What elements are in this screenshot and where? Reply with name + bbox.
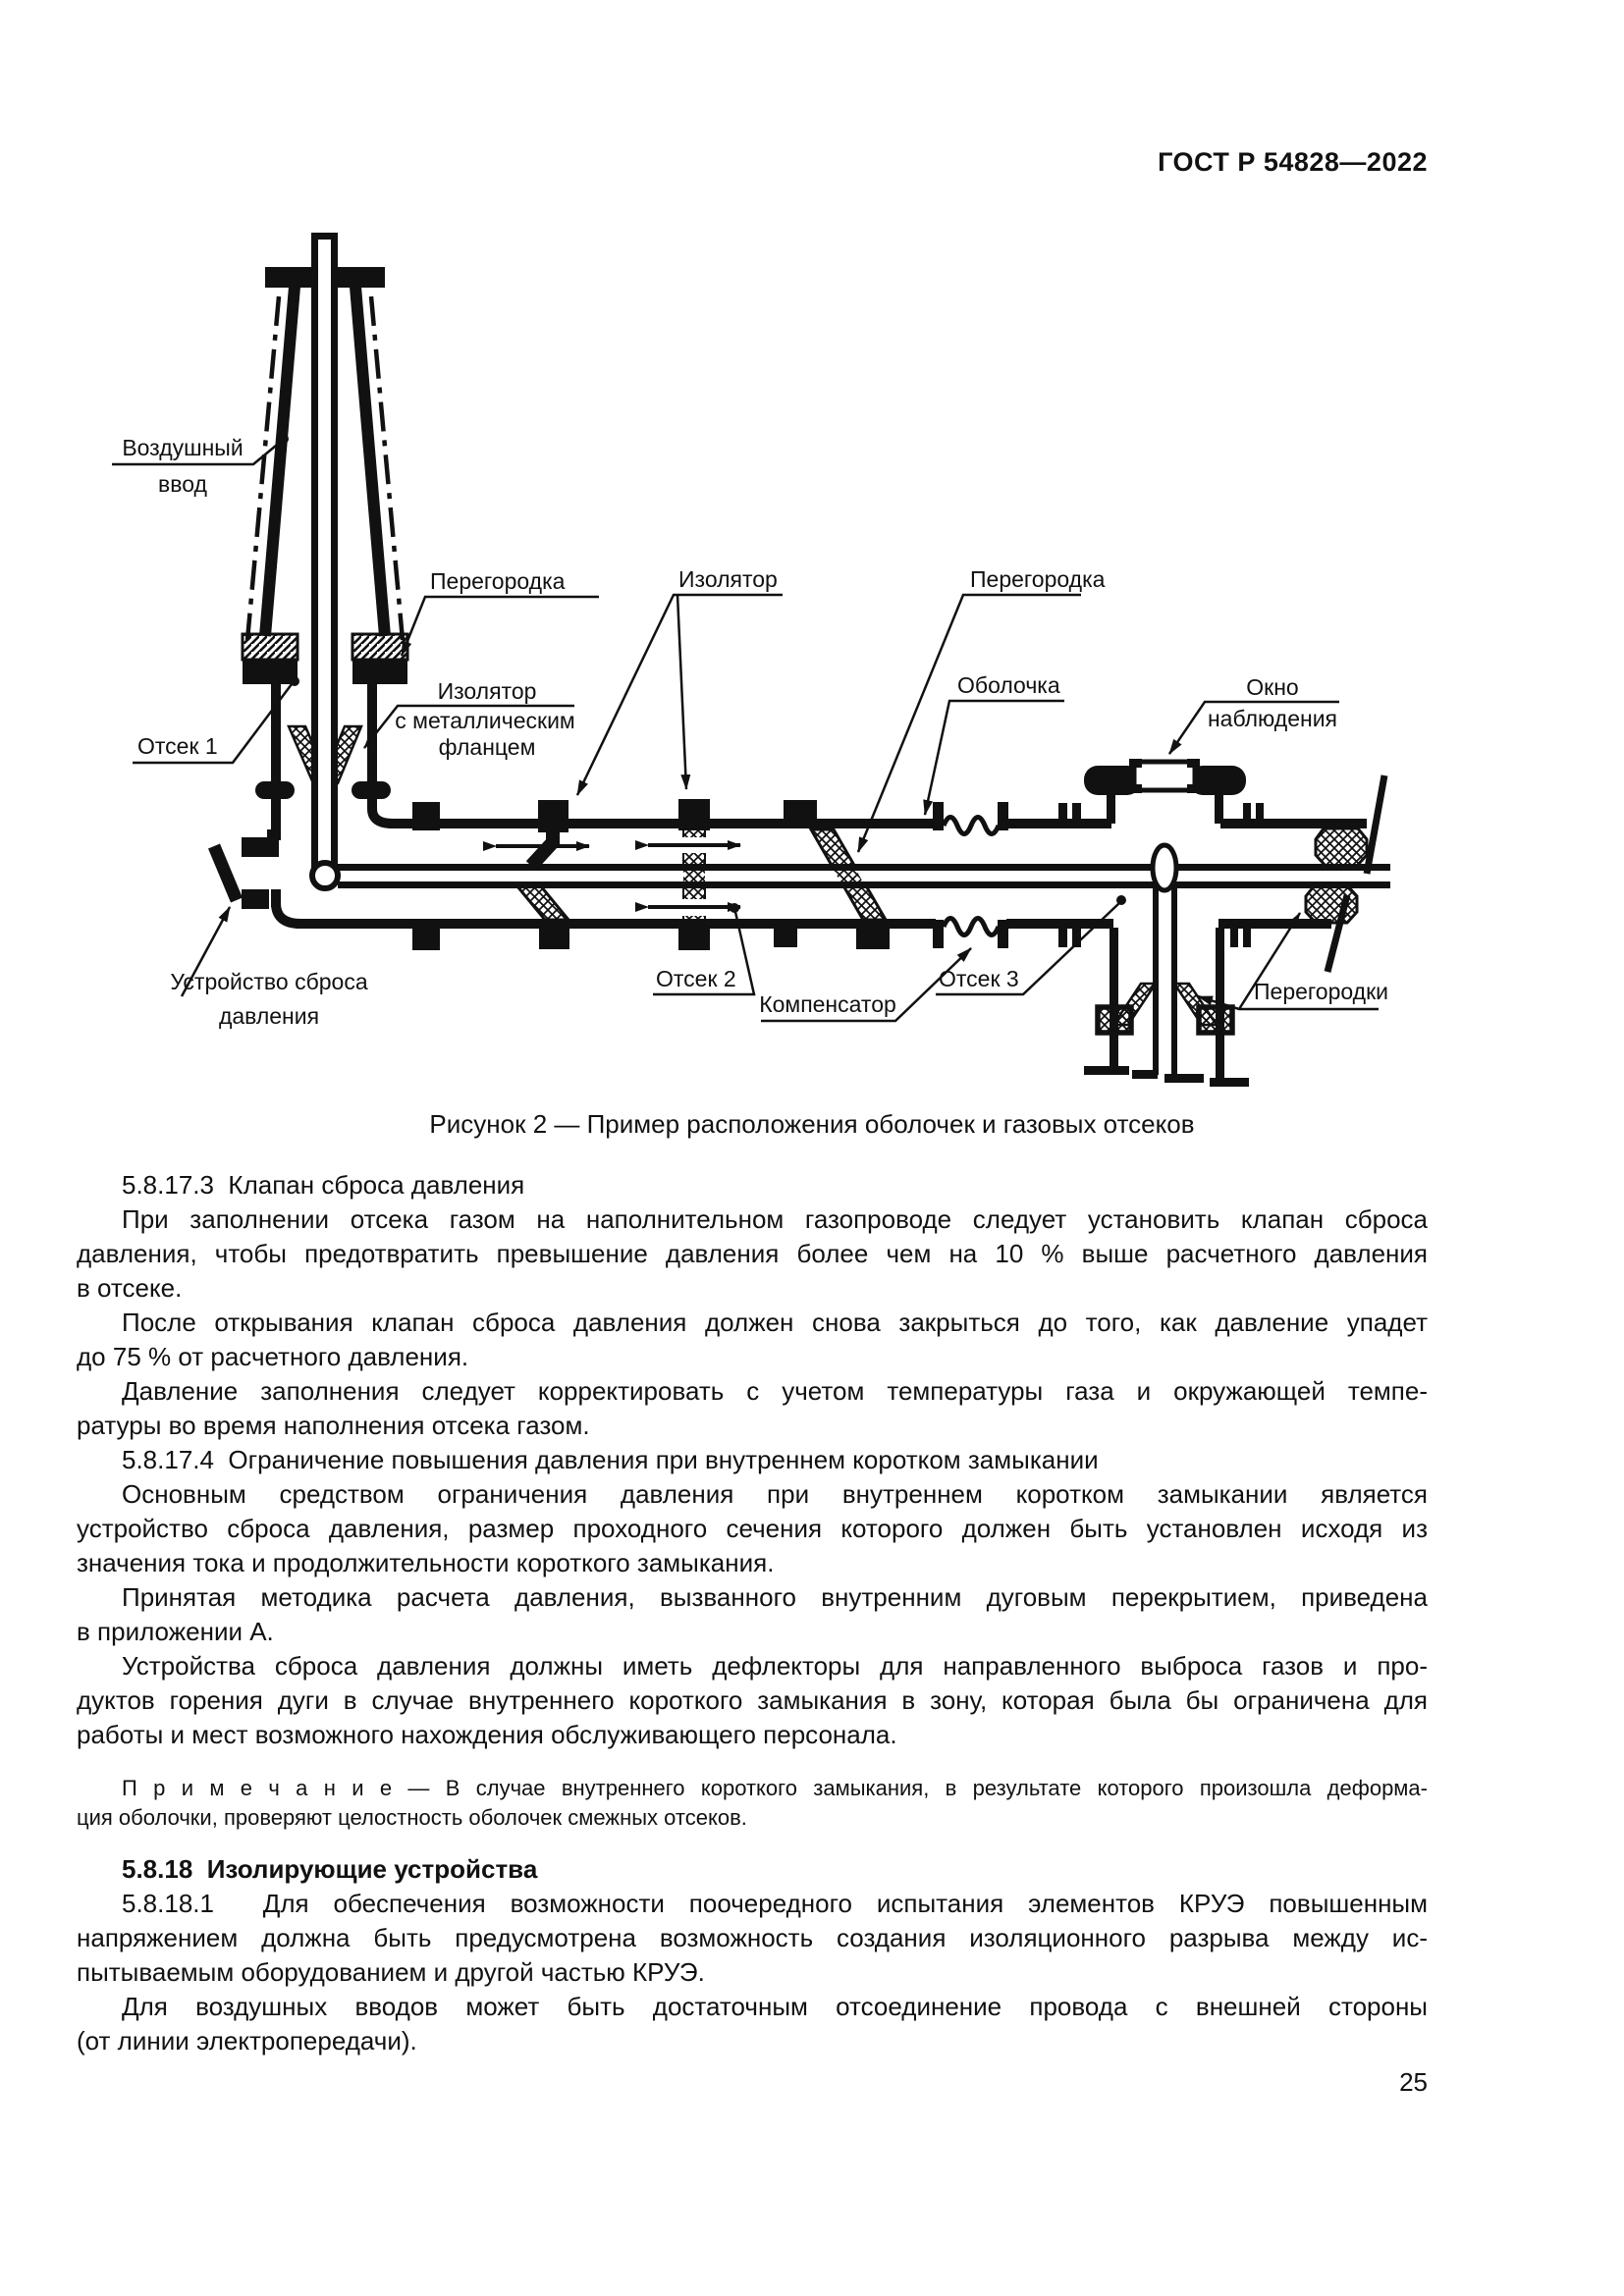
figure-caption: Рисунок 2 — Пример расположения оболочек… [429, 1109, 1195, 1139]
movement-arrows [483, 840, 741, 912]
label-partitions: Перегородки [1254, 979, 1388, 1004]
branch-ball-joint [1150, 842, 1179, 893]
label-air-bushing: Воздушный [122, 435, 243, 460]
document-header: ГОСТ Р 54828—2022 [1158, 147, 1428, 177]
end-partition-lower [1304, 884, 1359, 925]
compensator-bellows-top [941, 815, 1001, 836]
label-enclosure: Оболочка [957, 672, 1060, 698]
paragraph: Основным средством ограничения давления … [77, 1477, 1428, 1580]
text-line: Основным средством ограничения давления … [122, 1479, 1428, 1509]
figure-2-diagram: Воздушный ввод Перегородка Изолятор Пере… [112, 233, 1390, 1087]
text-line: 5.8.17.3 Клапан сброса давления [122, 1170, 525, 1200]
text-line: ция оболочки, проверяют целостность обол… [77, 1805, 747, 1830]
diagram-labels: Воздушный ввод Перегородка Изолятор Пере… [122, 435, 1388, 1029]
paragraph: 5.8.18 Изолирующие устройства [77, 1852, 1428, 1887]
label-insulator: Изолятор [678, 566, 778, 592]
paragraph: 5.8.18.1 Для обеспечения возможности поо… [77, 1887, 1428, 1990]
label-pressure-relief: Устройство сброса [170, 969, 367, 994]
break-line-upper [1363, 774, 1388, 875]
label-insulator-flange-3: фланцем [439, 734, 536, 760]
flange-bulges [255, 781, 391, 799]
relief-flap [208, 843, 243, 903]
text-line: Давление заполнения следует корректирова… [122, 1376, 1428, 1406]
label-partition-left: Перегородка [430, 568, 566, 594]
text-line: Принятая методика расчета давления, вызв… [122, 1582, 1428, 1612]
text-line: (от линии электропередачи). [77, 2026, 417, 2056]
air-bushing-graphic [241, 267, 409, 684]
text-line: При заполнении отсека газом на наполните… [122, 1204, 1428, 1234]
label-pressure-relief-2: давления [219, 1003, 319, 1029]
label-viewing-window: Окно [1246, 674, 1298, 700]
paragraph: При заполнении отсека газом на наполните… [77, 1202, 1428, 1306]
text-line: П р и м е ч а н и е — В случае внутренне… [122, 1776, 1428, 1800]
label-air-bushing-2: ввод [158, 471, 207, 497]
compartment1-enclosure [208, 682, 394, 929]
insulator-caps [412, 799, 890, 950]
label-compartment-3: Отсек 3 [939, 966, 1019, 991]
text-line: работы и мест возможного нахождения обсл… [77, 1720, 897, 1749]
paragraph: Давление заполнения следует корректирова… [77, 1374, 1428, 1443]
text-line: пытываемым оборудованием и другой частью… [77, 1957, 705, 1987]
viewing-window-graphic [1084, 759, 1246, 824]
text-line: в приложении А. [77, 1617, 274, 1646]
text-line: Для воздушных вводов может быть достаточ… [122, 1992, 1428, 2021]
label-compensator: Компенсатор [759, 991, 896, 1017]
label-insulator-flange: Изолятор [438, 678, 537, 704]
paragraph: Принятая методика расчета давления, вызв… [77, 1580, 1428, 1649]
end-partition-upper [1314, 827, 1369, 868]
label-insulator-flange-2: с металлическим [395, 708, 574, 733]
leader-lines [112, 434, 1379, 1023]
text-line: значения тока и продолжительности коротк… [77, 1548, 775, 1577]
bushing-conductor [311, 233, 338, 872]
text-line: После открывания клапан сброса давления … [122, 1308, 1428, 1337]
text-line: 5.8.18.1 Для обеспечения возможности поо… [122, 1889, 1428, 1918]
paragraph: Для воздушных вводов может быть достаточ… [77, 1990, 1428, 2058]
paragraph: 5.8.17.3 Клапан сброса давления [77, 1168, 1428, 1202]
text-line: дуктов горения дуги в случае внутреннего… [77, 1685, 1428, 1715]
text-line: ратуры во время наполнения отсека газом. [77, 1411, 590, 1440]
text-line: 5.8.18 Изолирующие устройства [122, 1854, 538, 1884]
text-line: Устройства сброса давления должны иметь … [122, 1651, 1428, 1681]
text-line: давления, чтобы предотвратить превышение… [77, 1239, 1428, 1268]
paragraph: После открывания клапан сброса давления … [77, 1306, 1428, 1374]
paragraph: Устройства сброса давления должны иметь … [77, 1649, 1428, 1752]
label-partition-right: Перегородка [970, 566, 1106, 592]
main-conductor [309, 774, 1390, 973]
text-line: до 75 % от расчетного давления. [77, 1342, 469, 1371]
text-line: устройство сброса давления, размер прохо… [77, 1514, 1428, 1543]
page-number: 25 [1399, 2067, 1428, 2097]
duct-enclosure-walls [300, 802, 1367, 948]
text-line: 5.8.17.4 Ограничение повышения давления … [122, 1445, 1099, 1474]
text-line: напряжением должна быть предусмотрена во… [77, 1923, 1428, 1952]
break-line-lower [1324, 894, 1351, 973]
text-line: в отсеке. [77, 1273, 183, 1303]
elbow-ball-joint [309, 860, 341, 891]
paragraph: 5.8.17.4 Ограничение повышения давления … [77, 1443, 1428, 1477]
compensator-bellows-bottom [941, 916, 1001, 937]
label-compartment-2: Отсек 2 [656, 966, 736, 991]
label-viewing-window-2: наблюдения [1208, 706, 1337, 731]
label-compartment-1: Отсек 1 [137, 733, 218, 759]
paragraph: П р и м е ч а н и е — В случае внутренне… [77, 1774, 1428, 1833]
